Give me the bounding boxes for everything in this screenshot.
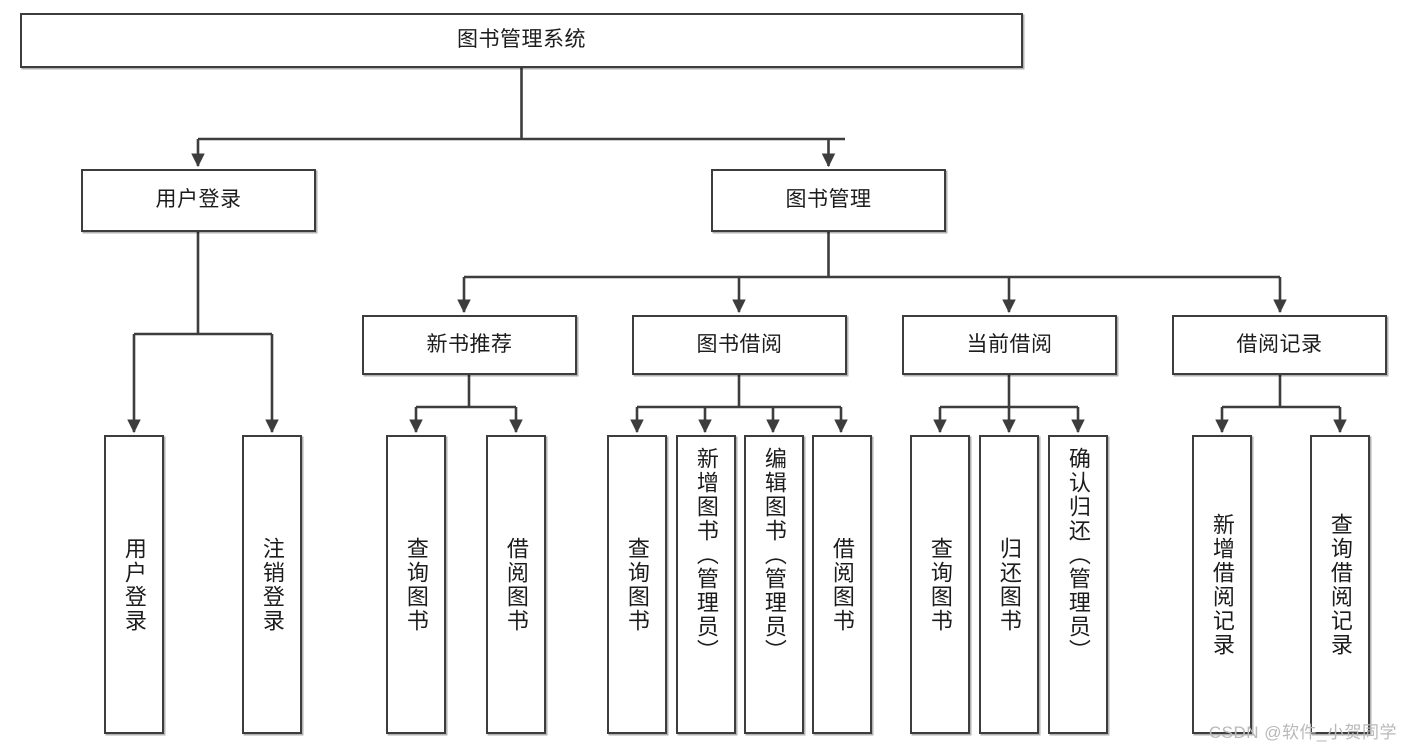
- node-label: 注销登录: [259, 536, 285, 633]
- leaf-edit-book-admin[interactable]: 编辑图书（管理员）: [744, 435, 804, 734]
- node-label: 新增图书（管理员）: [693, 447, 719, 663]
- leaf-query-borrow-record[interactable]: 查询借阅记录: [1310, 435, 1370, 734]
- node-label: 当前借阅: [966, 332, 1053, 356]
- node-label: 新增借阅记录: [1209, 512, 1235, 657]
- leaf-add-borrow-record[interactable]: 新增借阅记录: [1192, 435, 1252, 734]
- node-root-system[interactable]: 图书管理系统: [20, 13, 1023, 68]
- leaf-query-book-current[interactable]: 查询图书: [910, 435, 970, 734]
- node-label: 归还图书: [996, 536, 1022, 633]
- node-label: 新书推荐: [426, 332, 513, 356]
- node-label: 借阅图书: [829, 536, 855, 633]
- node-label: 编辑图书（管理员）: [761, 447, 787, 663]
- leaf-user-login[interactable]: 用户登录: [104, 435, 164, 734]
- node-label: 图书借阅: [696, 332, 783, 356]
- node-label: 查询图书: [403, 536, 429, 633]
- node-label: 确认归还（管理员）: [1065, 447, 1091, 663]
- leaf-borrow-book[interactable]: 借阅图书: [812, 435, 872, 734]
- node-label: 用户登录: [155, 188, 242, 212]
- node-label: 图书管理: [785, 188, 872, 212]
- leaf-confirm-return-admin[interactable]: 确认归还（管理员）: [1048, 435, 1108, 734]
- leaf-query-book-recommend[interactable]: 查询图书: [386, 435, 446, 734]
- leaf-query-book-borrow[interactable]: 查询图书: [607, 435, 667, 734]
- node-label: 用户登录: [121, 536, 147, 633]
- leaf-return-book[interactable]: 归还图书: [979, 435, 1039, 734]
- node-user-login[interactable]: 用户登录: [81, 169, 316, 232]
- node-label: 图书管理系统: [457, 28, 586, 52]
- node-label: 查询图书: [927, 536, 953, 633]
- leaf-logout[interactable]: 注销登录: [242, 435, 302, 734]
- leaf-add-book-admin[interactable]: 新增图书（管理员）: [676, 435, 736, 734]
- node-label: 借阅记录: [1236, 332, 1323, 356]
- node-current-borrow[interactable]: 当前借阅: [902, 315, 1117, 375]
- node-book-borrow[interactable]: 图书借阅: [632, 315, 847, 375]
- node-label: 查询图书: [624, 536, 650, 633]
- node-borrow-record[interactable]: 借阅记录: [1172, 315, 1387, 375]
- node-label: 借阅图书: [503, 536, 529, 633]
- node-book-management[interactable]: 图书管理: [711, 169, 946, 232]
- node-label: 查询借阅记录: [1327, 512, 1353, 657]
- leaf-borrow-book-recommend[interactable]: 借阅图书: [486, 435, 546, 734]
- node-new-book-recommend[interactable]: 新书推荐: [362, 315, 577, 375]
